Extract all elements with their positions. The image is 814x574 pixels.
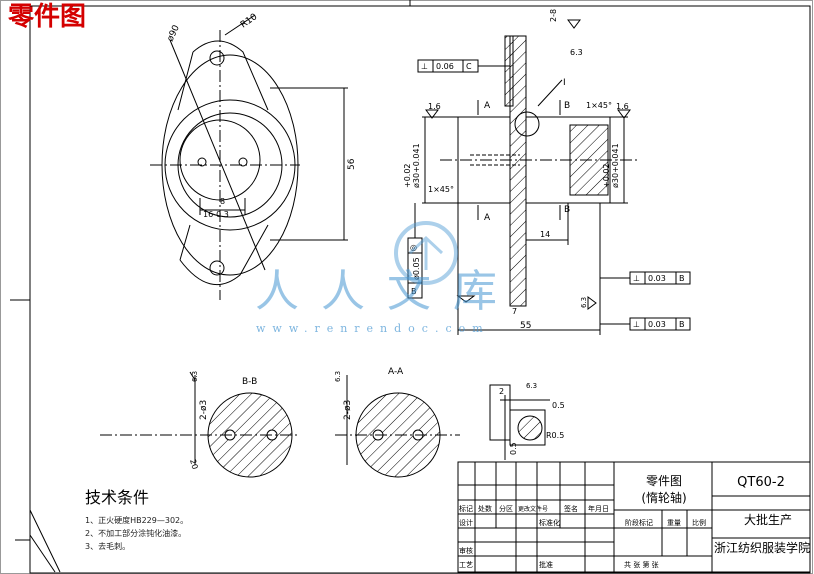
tb-header-3: 分区 xyxy=(499,504,513,513)
tb-part-sub: (惰轮轴) xyxy=(641,490,686,505)
tb-design: 设计 xyxy=(459,518,473,527)
dim-63: 6.3 xyxy=(580,297,588,308)
tb-part-name: 零件图 xyxy=(646,474,682,488)
section-bb-holes: 2-ø3 xyxy=(199,400,209,420)
tech-list: 1、正火硬度HB229—302。 2、不加工部分涂钝化油漆。 3、去毛刺。 xyxy=(85,514,188,553)
tech-requirements: 技术条件 1、正火硬度HB229—302。 2、不加工部分涂钝化油漆。 3、去毛… xyxy=(85,484,188,553)
detail-dim-05b: 0.5 xyxy=(509,442,518,455)
tech-item-2: 2、不加工部分涂钝化油漆。 xyxy=(85,529,187,538)
datum-a-bottom: A xyxy=(484,213,491,223)
tb-header-6: 年月日 xyxy=(588,504,609,513)
section-aa-labels: A-A 2-ø3 6.3 xyxy=(334,367,404,420)
detail-dim-2: 2 xyxy=(499,387,504,396)
section-view xyxy=(407,19,691,335)
tb-material: QT60-2 xyxy=(737,475,785,490)
section-bb-side: 20 xyxy=(188,458,199,470)
detail-roughness: 6.3 xyxy=(526,382,537,390)
tb-standard: 标准化 xyxy=(539,518,560,527)
dim-pitch: 16-0.3 xyxy=(203,210,229,219)
tb-production: 大批生产 xyxy=(744,512,792,527)
chamfer-right: 1×45° xyxy=(586,101,612,110)
gdt-mid-symbol: ⊥ xyxy=(633,274,640,283)
dim-8: 8 xyxy=(220,197,225,206)
roughness-left: 1.6 xyxy=(428,102,441,111)
section-aa-label: A-A xyxy=(388,367,404,377)
gdt-top-datum: C xyxy=(466,62,472,71)
dim-radius-10: R10 xyxy=(239,12,259,31)
watermark-text: 人人文库 xyxy=(255,266,519,317)
detail-labels: 2 0.5 0.5 R0.5 6.3 xyxy=(499,382,565,455)
gdt-top-symbol: ⊥ xyxy=(421,62,428,71)
dia-left-tol: +0.02 xyxy=(403,163,412,188)
section-bb-roughness: 6.3 xyxy=(191,371,199,382)
dia-left: ø30+0.041 xyxy=(412,143,421,188)
gdt-bottom-value: 0.03 xyxy=(648,320,666,329)
section-bb xyxy=(100,371,300,478)
front-view xyxy=(150,14,348,300)
dia-right: ø30+0.041 xyxy=(611,143,620,188)
tech-item-3: 3、去毛刺。 xyxy=(85,542,131,551)
gdt-mid-value: 0.03 xyxy=(648,274,666,283)
chamfer-left: 1×45° xyxy=(428,185,454,194)
tb-header-4: 更改文件号 xyxy=(518,505,548,513)
gdt-mid-datum: B xyxy=(679,274,685,283)
tb-weight: 重量 xyxy=(667,519,681,527)
dim-height-56: 56 xyxy=(347,158,357,170)
section-aa-roughness: 6.3 xyxy=(334,371,342,382)
watermark-logo xyxy=(394,221,458,285)
datum-b-top: B xyxy=(564,101,570,111)
section-aa-holes: 2-ø3 xyxy=(343,400,353,420)
dim-2-8: 2-8 xyxy=(549,9,558,22)
title-block-text: 标记 处数 分区 更改文件号 签名 年月日 设计 标准化 审核 工艺 批准 阶段… xyxy=(459,474,810,569)
title-block xyxy=(457,461,811,573)
datum-b-bottom: B xyxy=(564,205,570,215)
tb-stage: 阶段标记 xyxy=(625,518,653,527)
tb-sheet: 共 张 第 张 xyxy=(624,560,659,569)
section-bb-label: B-B xyxy=(242,377,257,387)
section-view-labels: 2-8 6.3 I ⊥ 0.06 C 1.6 1.6 A B 1×45° 1×4… xyxy=(403,9,685,331)
watermark-url: www.renrendoc.com xyxy=(256,322,490,335)
detail-dim-05a: 0.5 xyxy=(552,401,565,410)
runout-value: ø0.05 xyxy=(412,257,421,280)
section-aa xyxy=(335,375,460,478)
dia-right-tol: +0.02 xyxy=(602,163,611,188)
gdt-top-value: 0.06 xyxy=(436,62,454,71)
page-title: 零件图 xyxy=(8,2,87,32)
tb-school: 浙江纺织服装学院 xyxy=(714,540,810,555)
gdt-bottom-symbol: ⊥ xyxy=(633,320,640,329)
tb-header-2: 处数 xyxy=(478,504,492,513)
tb-header-5: 签名 xyxy=(564,504,578,513)
dim-7: 7 xyxy=(512,307,517,316)
tech-item-1: 1、正火硬度HB229—302。 xyxy=(85,516,189,525)
detail-dim-r: R0.5 xyxy=(546,431,564,440)
tb-approve: 批准 xyxy=(539,560,553,569)
runout-symbol: ◎ xyxy=(410,243,417,252)
tb-scale: 比例 xyxy=(692,518,706,527)
runout-datum: B xyxy=(411,287,417,296)
front-view-labels: ø90 R10 56 8 16-0.3 xyxy=(166,12,357,219)
tb-header-1: 标记 xyxy=(459,504,473,513)
dim-14: 14 xyxy=(540,230,550,239)
section-bb-labels: B-B 2-ø3 20 6.3 xyxy=(188,371,257,470)
gdt-bottom-datum: B xyxy=(679,320,685,329)
tb-review: 审核 xyxy=(459,546,473,555)
tb-process: 工艺 xyxy=(459,561,473,569)
tech-title: 技术条件 xyxy=(85,488,150,507)
detail-mark-i: I xyxy=(563,78,566,88)
detail-view xyxy=(489,384,550,460)
datum-a-top: A xyxy=(484,101,491,111)
roughness-top: 6.3 xyxy=(570,48,583,57)
dim-diameter-90: ø90 xyxy=(166,23,182,43)
roughness-right: 1.6 xyxy=(616,102,629,111)
dim-55: 55 xyxy=(520,321,531,331)
